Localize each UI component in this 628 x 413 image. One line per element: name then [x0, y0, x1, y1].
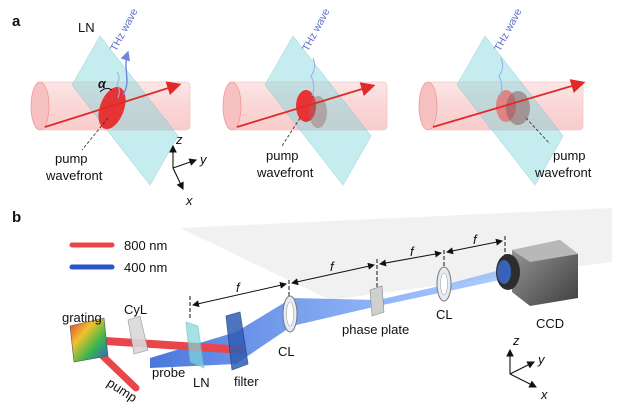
wavefront-label: wavefront — [256, 165, 314, 180]
panel-a: a α pump wavefront LN THz wave z y x — [12, 6, 592, 208]
cyl-label: CyL — [124, 302, 147, 317]
focal-label: f — [473, 232, 478, 247]
angle-arc — [99, 87, 113, 93]
pump-beam-cylinder-end — [222, 81, 242, 131]
panel-a-subfigure-2: pump wavefront THz wave — [222, 6, 388, 186]
pump-direction-arrow — [432, 79, 586, 128]
filter-element — [225, 311, 249, 371]
legend-label-800nm: 800 nm — [124, 238, 167, 253]
angle-label: α — [98, 77, 107, 91]
thz-wave-label: THz wave — [300, 6, 333, 53]
thz-wave-field — [310, 57, 316, 97]
panel-a-subfigure-3: pump wavefront THz wave — [418, 6, 592, 186]
axis-z-label: z — [175, 132, 183, 147]
thz-wave-field — [116, 71, 120, 99]
panel-b: b 800 nm 400 nm f f f f — [12, 208, 612, 405]
axis-x-line — [172, 167, 184, 190]
collimating-lens-2-inner — [440, 272, 448, 296]
axis-x-line — [509, 373, 537, 388]
axes-triad-a: z y x — [169, 132, 208, 208]
probe-label: probe — [152, 365, 185, 380]
ccd-camera — [496, 240, 578, 306]
axis-y-label: y — [199, 152, 208, 167]
legend-label-400nm: 400 nm — [124, 260, 167, 275]
cl1-label: CL — [278, 344, 295, 359]
grating-element — [69, 317, 109, 363]
pump-label: pump — [55, 151, 88, 166]
pump-beam-cylinder-end — [418, 81, 438, 131]
focal-label: f — [236, 280, 241, 295]
ln-crystal — [185, 321, 205, 369]
pump-wavefront-shadow — [506, 91, 530, 125]
legend: 800 nm 400 nm — [69, 238, 167, 275]
focal-length-markers: f f f f — [189, 232, 506, 318]
wavefront-label: wavefront — [45, 168, 103, 183]
wavefront-label: wavefront — [534, 165, 592, 180]
ccd-top — [512, 240, 578, 262]
ln-label: LN — [193, 375, 210, 390]
focal-length-arrow — [379, 250, 442, 267]
focal-label: f — [330, 259, 335, 274]
ln-crystal-plane — [264, 35, 372, 186]
thz-wave-arrow — [120, 50, 130, 96]
pump-direction-arrow — [236, 82, 376, 128]
pump-wavefront-disc — [98, 86, 126, 130]
ccd-label: CCD — [536, 316, 564, 331]
pump-wavefront-leader — [81, 117, 109, 151]
thz-wave-label: THz wave — [108, 6, 141, 53]
focal-length-arrow — [192, 281, 287, 308]
ln-crystal-plane — [71, 35, 179, 186]
pump-beam-800nm-to-ln — [89, 336, 245, 354]
pump-direction-arrow — [44, 81, 182, 128]
axis-y-label: y — [537, 352, 546, 367]
axis-y-line — [509, 361, 535, 375]
pump-label: pump — [266, 148, 299, 163]
cl2-label: CL — [436, 307, 453, 322]
phase-plate-label: phase plate — [342, 322, 409, 337]
focal-length-arrow — [446, 238, 503, 255]
focal-label: f — [410, 244, 415, 259]
axes-triad-b: z y x — [506, 333, 548, 402]
axis-x-label: x — [185, 193, 193, 208]
axis-z-label: z — [512, 333, 520, 348]
focal-length-arrow — [291, 262, 375, 286]
pump-wavefront-leader — [281, 117, 301, 147]
ln-label: LN — [78, 20, 95, 35]
pump-label: pump — [553, 148, 586, 163]
thz-wave-label: THz wave — [492, 6, 525, 53]
grating-label: grating — [62, 310, 102, 325]
pump-wavefront-leader — [525, 117, 551, 145]
panel-a-letter: a — [12, 13, 21, 30]
thz-wave-field — [498, 57, 504, 97]
panel-b-letter: b — [12, 209, 21, 226]
panel-a-subfigure-1: α pump wavefront LN THz wave — [30, 6, 191, 186]
filter-label: filter — [234, 374, 259, 389]
axis-y-line — [172, 158, 198, 169]
ccd-lens-glass — [497, 260, 511, 284]
pump-beam-cylinder-end — [30, 81, 50, 131]
axis-x-label: x — [540, 387, 548, 402]
cylindrical-lens — [127, 315, 149, 355]
phase-plate — [369, 285, 385, 317]
collimating-lens-1-inner — [286, 301, 294, 327]
